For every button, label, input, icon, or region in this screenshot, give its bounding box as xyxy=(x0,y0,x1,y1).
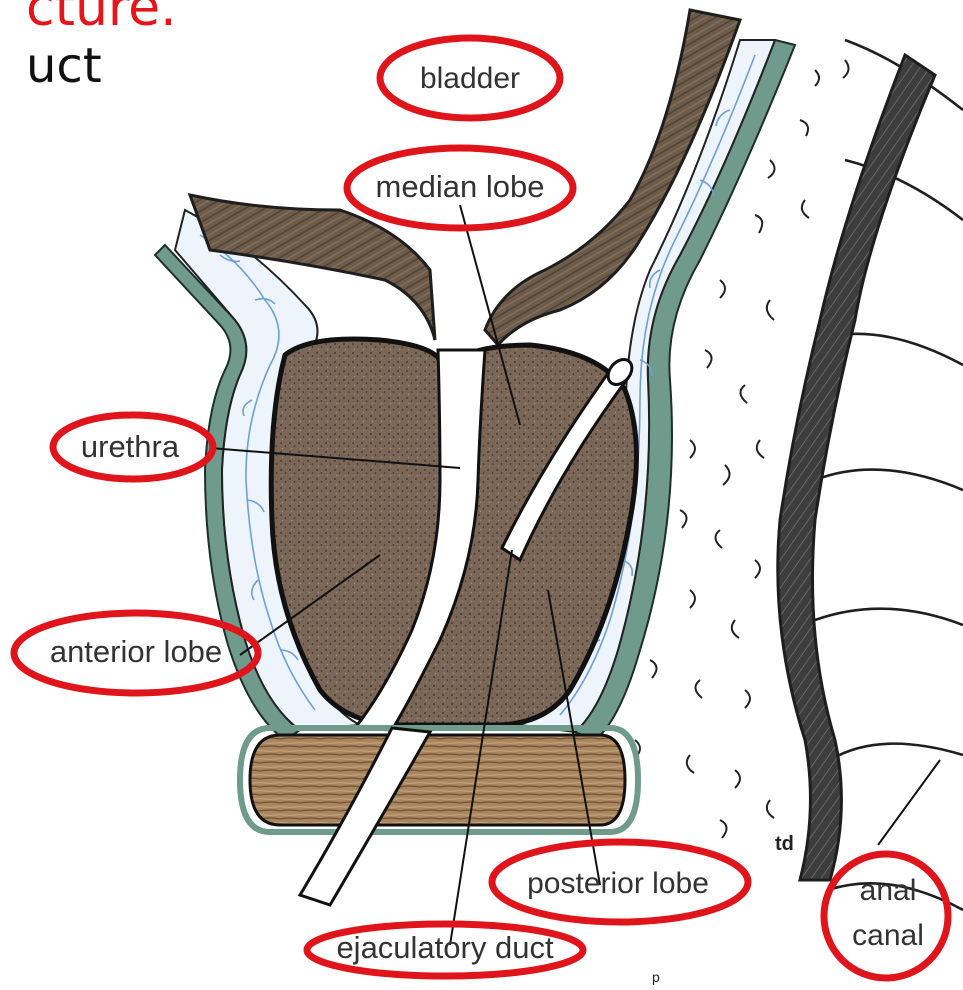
label-urethra: urethra xyxy=(81,429,180,464)
rectal-wall xyxy=(778,55,935,880)
label-canal: canal xyxy=(852,919,924,952)
slide-subtitle-fragment: uct xyxy=(26,42,102,90)
label-ejaculatory-duct: ejaculatory duct xyxy=(336,930,554,965)
label-anterior-lobe: anterior lobe xyxy=(50,634,222,669)
page-mark: p xyxy=(652,969,660,985)
label-bladder: bladder xyxy=(420,62,520,95)
slide-title-fragment: cture. xyxy=(26,0,177,34)
label-anal: anal xyxy=(860,874,917,907)
artist-mark: td xyxy=(775,833,794,855)
highlight-anal-canal xyxy=(824,854,948,978)
sphincter-band xyxy=(250,735,625,825)
label-median-lobe: median lobe xyxy=(376,169,545,204)
label-posterior-lobe: posterior lobe xyxy=(527,867,709,900)
